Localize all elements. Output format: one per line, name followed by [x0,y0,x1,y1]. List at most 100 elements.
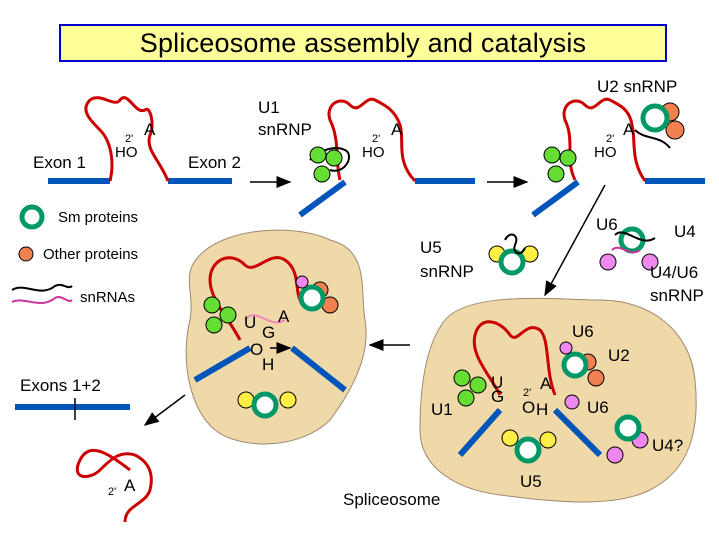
u2-snrnp-label: U2 snRNP [597,77,678,96]
spl-sm-protein [205,316,223,334]
spl-sm-ring [298,284,326,312]
a-label: A [124,476,136,495]
u1-sm-protein [309,146,327,164]
exon1-bar-u1 [298,179,347,218]
exon1-bar-spl-left [193,345,252,383]
exon1-label: Exon 1 [33,153,86,172]
intron-rna-1 [84,96,170,182]
u-label: U [244,313,257,332]
two-prime-label: 2' [108,486,117,498]
legend-other-icon [18,246,34,262]
lariat-product [76,448,153,523]
u5-snrnp-label-line1: U5 [420,238,442,257]
ho-label: HO [594,144,617,161]
spl-other-protein [587,369,605,387]
u4u6-snrnp-label-line1: U4/U6 [650,263,699,282]
spl-pink-protein [606,446,624,464]
a-label: A [391,120,403,139]
h-label: H [262,355,275,374]
spl-sm-ring [514,436,542,464]
a-label: A [144,120,156,139]
u1-sm-protein [313,165,331,183]
u1-sm-protein [325,149,343,167]
legend-other-label: Other proteins [43,246,139,263]
spl-sm-protein [219,306,237,324]
u1-snrnp-label-line1: U1 [258,98,280,117]
intron-rna-3 [562,97,647,182]
spl-pink-protein [564,394,580,410]
spl-sm-ring [561,351,589,379]
spl-yellow-protein [539,431,557,449]
spl-sm-ring [614,414,642,442]
u1-sm-protein [543,146,561,164]
u6-label: U6 [587,398,609,417]
exon1-bar-spl-right [457,408,503,457]
u4u6-snrna-alt [611,246,641,254]
u4u6-snrnp-label-line2: snRNP [650,286,704,305]
u2-label: U2 [608,346,630,365]
exon2-bar-spl-left [290,345,347,393]
spl-sm-protein [469,376,487,394]
title: Spliceosome assembly and catalysis [59,24,667,62]
u2-snrna [634,129,671,149]
u4u6-snrna [614,231,656,242]
intron-rna-spl-right [472,320,557,396]
u5-snrna [504,233,526,255]
u4-label: U4 [674,222,696,241]
spl-pink-protein [559,341,573,355]
u4u6-pink-protein [641,253,659,271]
u-label: U [491,373,504,392]
o-label: O [250,340,264,359]
spl-pink-protein [295,275,309,289]
u5-sm-ring [498,248,526,276]
exon1-bar-u2 [531,179,580,218]
o-label: O [522,398,536,417]
two-prime-label: 2' [606,133,615,145]
u1-snrnp-label-line2: snRNP [258,120,312,139]
step-arrow-5 [143,394,186,426]
spl-yellow-protein [501,429,519,447]
spliceosome-label: Spliceosome [343,490,441,509]
u4u6-pink-protein [599,253,617,271]
spl-snrna-alt [244,314,286,324]
u2-sm-ring [640,103,670,133]
u6-label: U6 [572,322,594,341]
u1-sm-protein [559,149,577,167]
legend-sm-label: Sm proteins [58,209,139,226]
h-label: H [536,400,549,419]
ho-label: HO [362,144,385,161]
spl-yellow-protein [279,391,297,409]
two-prime-label: 2' [523,387,532,399]
legend-snrna-icon [11,283,73,292]
spl-sm-protein [453,369,471,387]
u1-sm-protein [547,165,565,183]
spl-sm-protein [457,389,475,407]
intron-rna-2 [327,97,417,183]
two-prime-label: 2' [372,133,381,145]
u1-label: U1 [431,400,453,419]
u5-snrnp-label-line2: snRNP [420,262,474,281]
u6-label: U6 [596,215,618,234]
a-label: A [623,120,635,139]
u2-other-protein [665,120,685,140]
u5-label: U5 [520,472,542,491]
a-label: A [540,374,552,393]
a-label: A [278,307,290,326]
g-label: G [262,323,276,342]
legend-snrnas-label: snRNAs [80,289,136,306]
exon2-label: Exon 2 [188,153,241,172]
legend-snrna-alt-icon [11,296,73,304]
exons12-label: Exons 1+2 [20,376,101,395]
exon2-bar-spl-right [552,407,603,458]
step-arrow-3 [544,184,606,297]
ho-label: HO [115,144,138,161]
spl-sm-ring [251,391,279,419]
g-label: G [491,387,505,406]
spliceosome-blob-right [419,297,697,503]
legend-sm-icon [19,204,45,230]
spl-sm-protein [203,296,221,314]
u4q-label: U4? [652,436,684,455]
two-prime-label: 2' [125,133,134,145]
